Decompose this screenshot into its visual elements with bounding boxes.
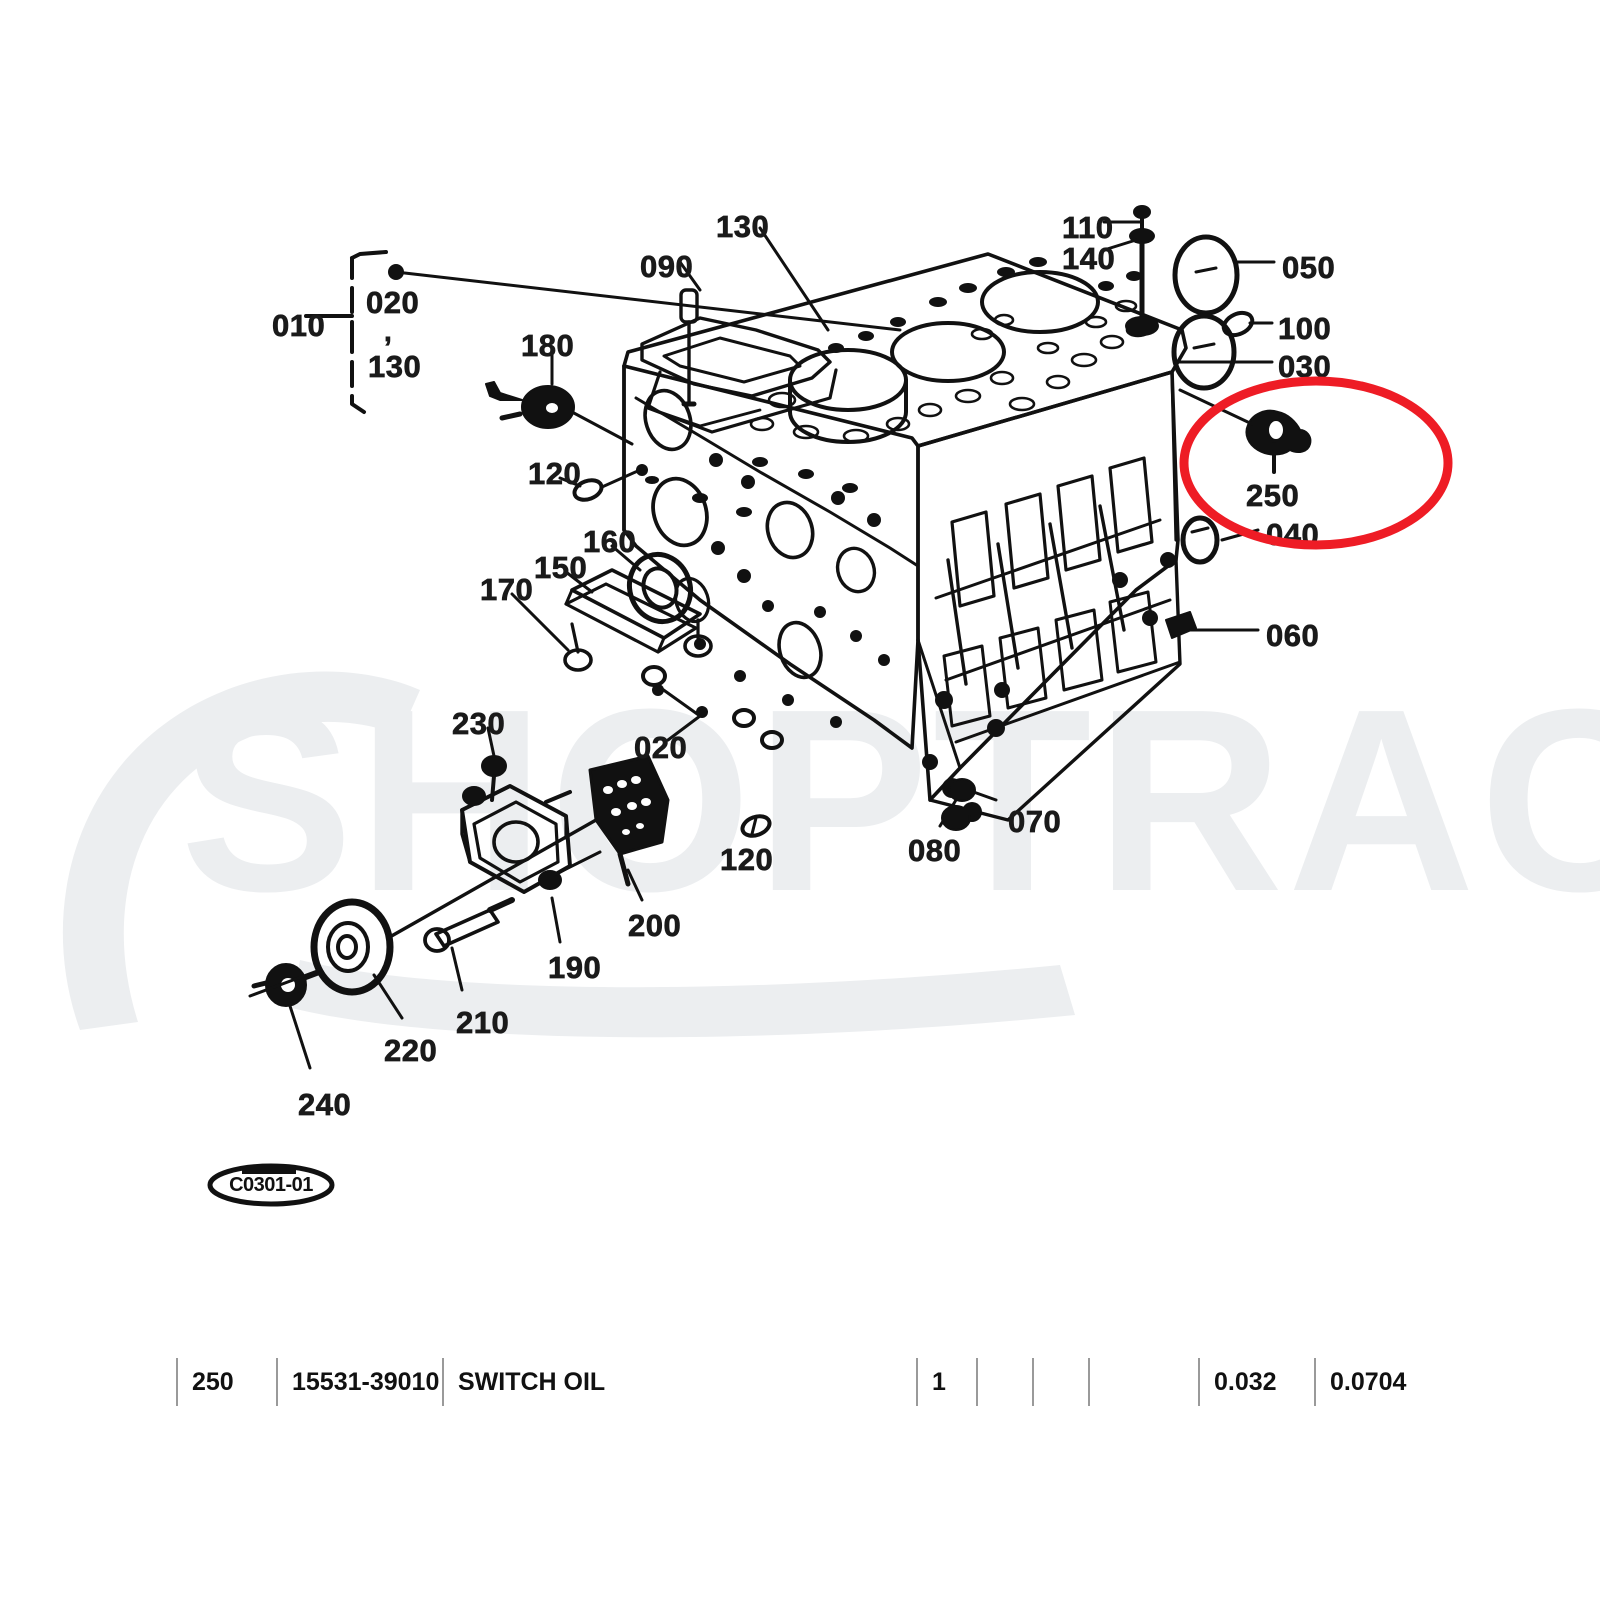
table-cell-weight-kg: 0.032 <box>1198 1358 1314 1406</box>
callout-130: 130 <box>716 209 770 245</box>
callout-120-lower: 120 <box>720 842 774 878</box>
bracket-010 <box>304 250 388 414</box>
drawing-number-text: C0301-01 <box>229 1173 313 1196</box>
callout-060: 060 <box>1266 618 1320 654</box>
callout-180: 180 <box>521 328 575 364</box>
callout-250: 250 <box>1246 478 1300 514</box>
drawing-number-oval: C0301-01 <box>206 1161 336 1209</box>
part-200-pump-body <box>588 754 670 887</box>
table-cell-weight-lb: 0.0704 <box>1314 1358 1430 1406</box>
top-left-boss <box>640 316 838 434</box>
part-070-080 <box>941 778 976 831</box>
part-210-bolt <box>423 897 515 992</box>
callout-130-bracket: 130 <box>368 349 422 385</box>
callout-050: 050 <box>1282 250 1336 286</box>
callout-140: 140 <box>1062 241 1116 277</box>
callout-160: 160 <box>583 524 637 560</box>
callout-080: 080 <box>908 833 962 869</box>
part-220-gear <box>310 898 404 1020</box>
part-120-plug-upper <box>572 468 642 502</box>
part-250-oil-switch <box>1245 409 1312 474</box>
table-cell-ref: 250 <box>176 1358 276 1406</box>
part-100-plug <box>1221 310 1255 338</box>
callout-240: 240 <box>298 1087 352 1123</box>
table-cell-blank-2 <box>1032 1358 1088 1406</box>
callout-230: 230 <box>452 706 506 742</box>
part-020-bolts <box>641 665 784 750</box>
leader-lines <box>486 220 1276 944</box>
callout-170: 170 <box>480 572 534 608</box>
table-cell-part-number: 15531-39010 <box>276 1358 442 1406</box>
part-050-plug <box>1172 234 1240 316</box>
callout-150: 150 <box>534 550 588 586</box>
part-090-dipstick <box>679 288 699 407</box>
engine-block-exploded-diagram <box>248 205 1312 1070</box>
callout-210: 210 <box>456 1005 510 1041</box>
crankcase-skirt <box>916 370 1182 822</box>
table-cell-blank-3 <box>1088 1358 1198 1406</box>
callout-190: 190 <box>548 950 602 986</box>
parts-table: 250 15531-39010 SWITCH OIL 1 0.032 0.070… <box>176 1358 1430 1406</box>
table-cell-qty: 1 <box>916 1358 976 1406</box>
callout-120-upper: 120 <box>528 456 582 492</box>
callout-070: 070 <box>1008 804 1062 840</box>
callout-020-bracket: 020 <box>366 285 420 321</box>
part-110-140-stud <box>1125 205 1159 336</box>
part-190-pump-housing <box>460 784 602 894</box>
cylinder-block-top-deck <box>622 252 1188 642</box>
callout-110: 110 <box>1062 210 1114 246</box>
part-040-plug <box>1180 515 1220 565</box>
callout-040: 040 <box>1266 517 1320 553</box>
callout-030: 030 <box>1278 349 1332 385</box>
part-180-sensor <box>485 381 634 446</box>
table-cell-blank-1 <box>976 1358 1032 1406</box>
part-240-key <box>251 963 324 1070</box>
callout-bracket-comma: , <box>384 316 393 348</box>
table-cell-description: SWITCH OIL <box>442 1358 916 1406</box>
callout-200: 200 <box>628 908 682 944</box>
part-120-plug-lower <box>740 814 772 838</box>
callout-020-lower: 020 <box>634 730 688 766</box>
callout-090: 090 <box>640 249 694 285</box>
callout-220: 220 <box>384 1033 438 1069</box>
callout-100: 100 <box>1278 311 1332 347</box>
callout-010: 010 <box>272 308 326 344</box>
part-060-plug <box>1165 611 1197 639</box>
